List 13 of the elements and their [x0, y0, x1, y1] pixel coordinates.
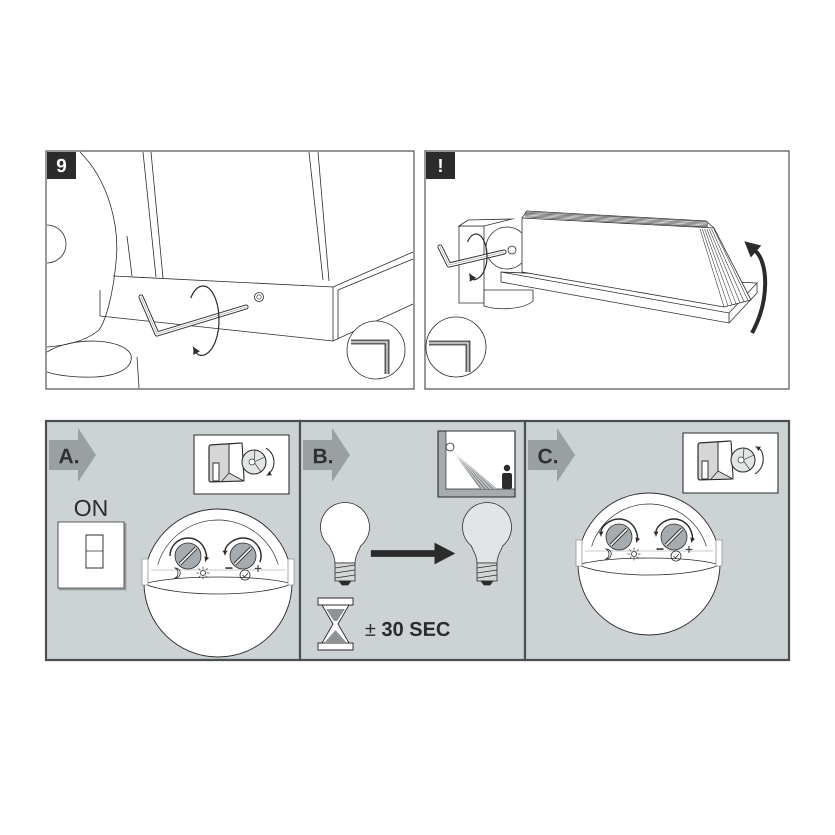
switch-label: ON	[74, 500, 106, 516]
sign-label: +	[254, 564, 262, 572]
light-bulb	[320, 502, 370, 586]
step-arrow-label: C.	[528, 428, 575, 482]
time-label: ± 30 SEC	[366, 622, 450, 636]
light-bulb	[462, 502, 512, 586]
step-arrow-label: A.	[49, 428, 96, 482]
step-arrow-label: B.	[303, 428, 350, 482]
sign-label: −	[656, 548, 664, 550]
sign-label: −	[226, 567, 232, 569]
step-number: 9	[47, 152, 76, 179]
sign-label: +	[686, 546, 692, 553]
step-number: !	[426, 152, 455, 179]
